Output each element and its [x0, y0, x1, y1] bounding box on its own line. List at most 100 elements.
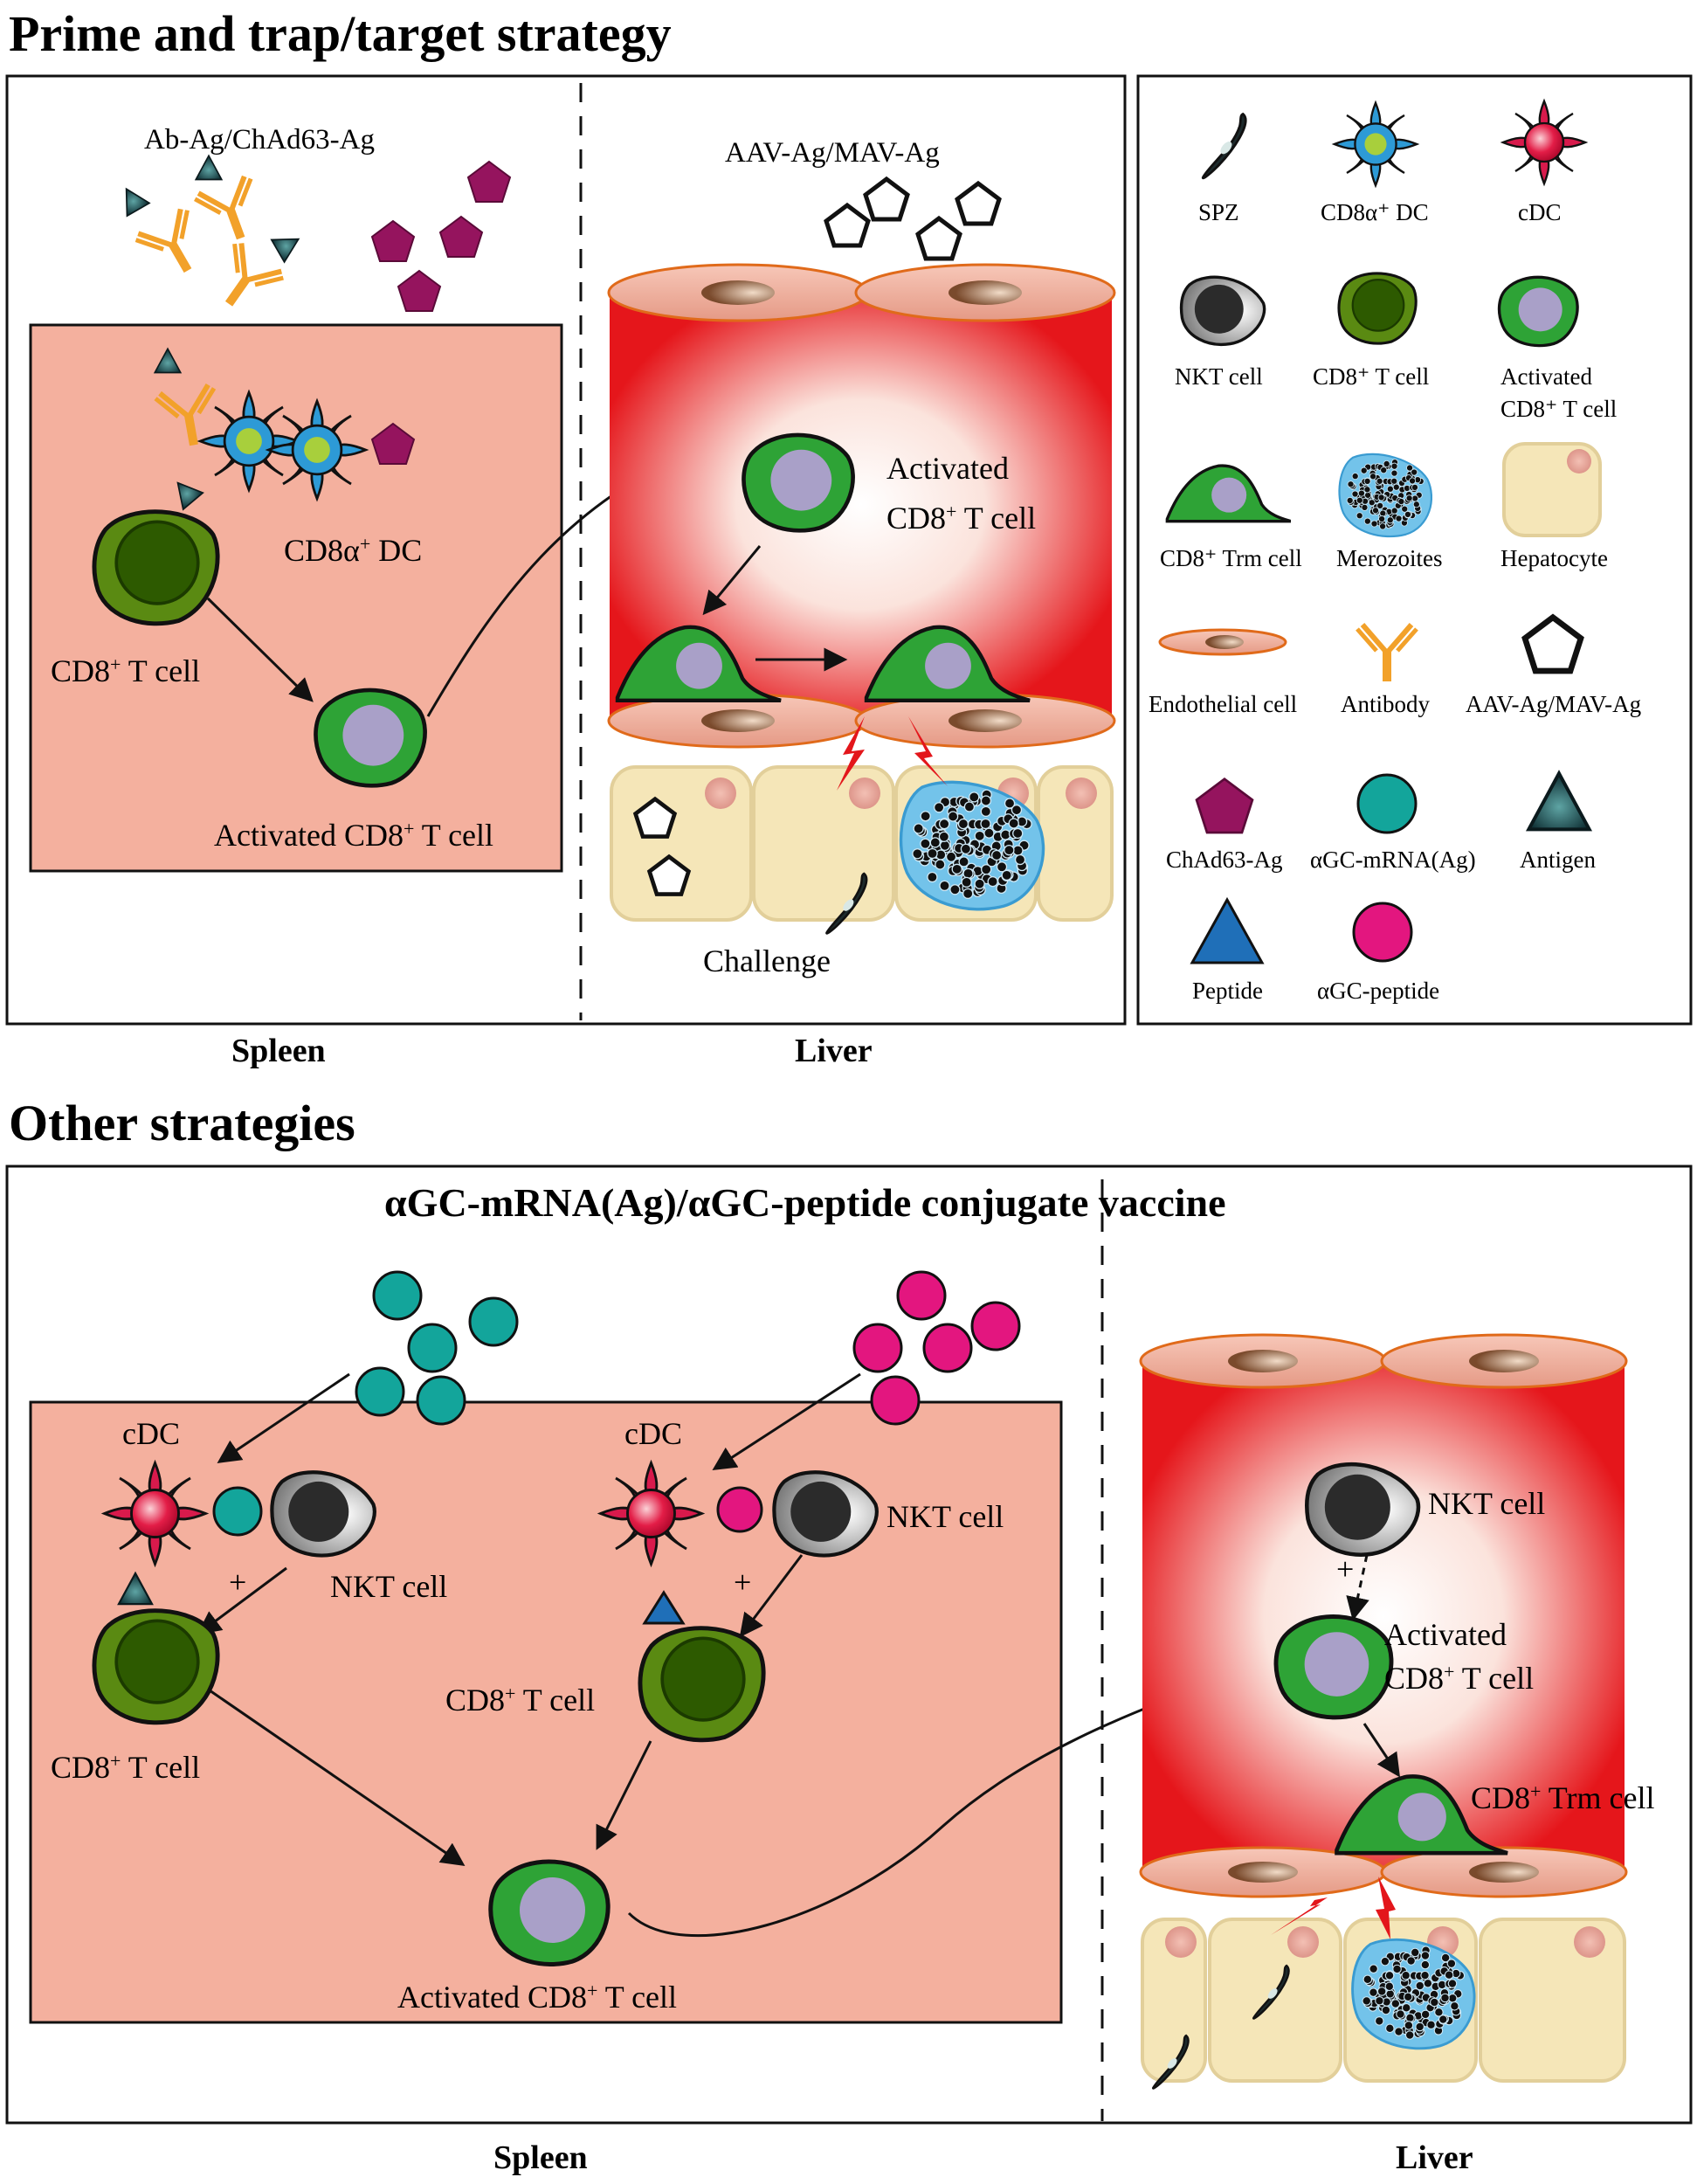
merozoites-icon: [1338, 453, 1433, 538]
cdc-cell-left: [103, 1462, 207, 1565]
arrow-nkt-to-activated-liver: [1346, 1554, 1369, 1621]
legend-label-cdc: cDC: [1518, 199, 1562, 225]
legend-label-agc-peptide: αGC-peptide: [1317, 978, 1439, 1004]
cd8-label-right: CD8+ T cell: [445, 1683, 595, 1718]
arrow-nkt-to-cd8-left: [197, 1566, 287, 1635]
cd8-t-cell-right: [640, 1628, 763, 1740]
cd8-t-cell-naive-top: [94, 512, 217, 624]
nkt-cell-icon: [1179, 275, 1266, 347]
agc-mrna-icon: [1356, 773, 1418, 834]
cdc-icon: [1501, 100, 1587, 185]
cd8a-dc-cell-2: [266, 399, 368, 501]
activated-label-liver-bottom-2: CD8+ T cell: [1384, 1661, 1534, 1697]
legend-label-peptide: Peptide: [1192, 978, 1263, 1004]
activated-cd8-liver-bottom: [1276, 1617, 1391, 1717]
top-panel-frame: [5, 74, 1127, 1026]
cdc-label-right: cDC: [624, 1416, 682, 1451]
agc-mrna-on-cdc: [212, 1486, 263, 1537]
trm-label-liver: CD8+ Trm cell: [1471, 1780, 1654, 1816]
cd8a-dc-icon: [1333, 101, 1418, 187]
legend-label-merozoites: Merozoites: [1336, 545, 1442, 571]
activated-cd8-icon: [1497, 275, 1579, 348]
blood-vessel-top: [607, 263, 1116, 749]
lightning-bolts-top: [837, 716, 948, 791]
spz-icon: [1201, 113, 1247, 180]
activated-cd8-label-spleen-top: Activated CD8+ T cell: [214, 818, 493, 854]
peptide-on-cdc-right: [642, 1590, 686, 1625]
activated-cd8-spleen-top: [315, 690, 424, 785]
legend-label-cd8-t: CD8⁺ T cell: [1313, 363, 1429, 390]
nkt-label-liver: NKT cell: [1428, 1486, 1545, 1521]
cdc-cell-right: [599, 1462, 703, 1565]
arrow-peptide-to-cdc: [712, 1372, 861, 1470]
arrow-activated-to-trm-top: [702, 545, 762, 616]
cd8a-dc-label: CD8α+ DC: [284, 533, 422, 569]
legend-label-antibody: Antibody: [1341, 691, 1431, 717]
arrow-nkt-to-cd8-right: [739, 1554, 804, 1638]
cdc-label-left: cDC: [122, 1416, 180, 1451]
vaccine-title: αGC-mRNA(Ag)/αGC-peptide conjugate vacci…: [384, 1180, 1226, 1225]
top-title: Prime and trap/target strategy: [9, 5, 672, 62]
legend-label-trm: CD8⁺ Trm cell: [1160, 545, 1302, 571]
activated-label-liver-top-1: Activated: [886, 451, 1009, 486]
cd8-t-cell-label-top: CD8+ T cell: [51, 653, 200, 689]
agc-peptide-particles: [852, 1270, 1021, 1426]
aav-ag-label: AAV-Ag/MAV-Ag: [725, 137, 940, 169]
legend-label-chad63: ChAd63-Ag: [1166, 847, 1283, 873]
chad63-ag-group: [371, 161, 511, 312]
antigen-icon: [1527, 771, 1591, 832]
legend-label-cd8a-dc: CD8α⁺ DC: [1321, 199, 1429, 225]
legend-frame: [1136, 74, 1693, 1026]
activated-label-liver-top-2: CD8+ T cell: [886, 501, 1036, 536]
arrow-naive-to-activated-top: [206, 597, 314, 702]
legend-label-antigen: Antigen: [1520, 847, 1596, 873]
arrow-spleen-to-liver-bottom: [627, 1668, 1245, 1938]
activated-label-spleen-bottom: Activated CD8+ T cell: [397, 1980, 677, 2015]
legend-label-activated-1: Activated: [1500, 363, 1592, 390]
nkt-label-left: NKT cell: [330, 1569, 447, 1604]
agc-peptide-on-cdc: [716, 1486, 763, 1533]
arrow-cd8-right-to-activated: [596, 1740, 652, 1850]
aav-ag-icon: [1525, 618, 1581, 671]
hepatocyte-icon: [1502, 442, 1602, 537]
cd8-label-left: CD8+ T cell: [51, 1750, 200, 1786]
antibody-icon: [1357, 625, 1417, 681]
activated-cd8-spleen-bottom: [491, 1862, 608, 1965]
legend-label-aav: AAV-Ag/MAV-Ag: [1466, 691, 1641, 717]
legend-label-nkt: NKT cell: [1175, 363, 1263, 390]
trm-cell-icon: [1165, 464, 1291, 523]
aav-ag-group: [826, 179, 999, 259]
arrow-cd8-left-to-activated: [209, 1689, 466, 1867]
arrow-activated-to-trm-bottom: [1362, 1723, 1400, 1778]
liver-label-top: Liver: [795, 1033, 873, 1069]
activated-cd8-liver-top: [743, 435, 852, 530]
chad63-ag-icon: [1195, 778, 1254, 834]
legend: SPZ CD8α⁺ DC cDC NKT cell CD8⁺ T cell Ac…: [1149, 100, 1641, 1004]
plus-liver: +: [1336, 1552, 1354, 1586]
legend-label-activated-2: CD8⁺ T cell: [1500, 396, 1617, 422]
cd8-t-cell-left: [94, 1611, 217, 1723]
ab-ag-label: Ab-Ag/ChAd63-Ag: [144, 124, 375, 156]
activated-label-liver-bottom-1: Activated: [1384, 1617, 1507, 1652]
nkt-label-right: NKT cell: [886, 1499, 1004, 1534]
challenge-label: Challenge: [703, 943, 831, 978]
peptide-icon: [1190, 896, 1265, 964]
bottom-panel-frame: [5, 1165, 1693, 2125]
cd8-t-cell-icon: [1337, 272, 1418, 345]
spleen-label-bottom: Spleen: [493, 2139, 588, 2176]
legend-label-endothelial: Endothelial cell: [1149, 691, 1297, 717]
plus-left: +: [229, 1565, 246, 1600]
plus-right: +: [734, 1565, 751, 1600]
cd8a-dc-cell-1: [198, 390, 300, 492]
spleen-label-top: Spleen: [231, 1033, 326, 1069]
lightning-bolts-bottom: [1271, 1870, 1396, 1939]
agc-mrna-particles: [355, 1270, 519, 1426]
liver-label-bottom: Liver: [1396, 2139, 1473, 2176]
legend-label-agc-mrna: αGC-mRNA(Ag): [1310, 847, 1476, 873]
agc-peptide-icon: [1352, 902, 1413, 963]
endothelial-cell-icon: [1158, 628, 1287, 656]
legend-label-spz: SPZ: [1198, 199, 1239, 225]
legend-label-hepatocyte: Hepatocyte: [1500, 545, 1608, 571]
bottom-title: Other strategies: [9, 1095, 355, 1151]
